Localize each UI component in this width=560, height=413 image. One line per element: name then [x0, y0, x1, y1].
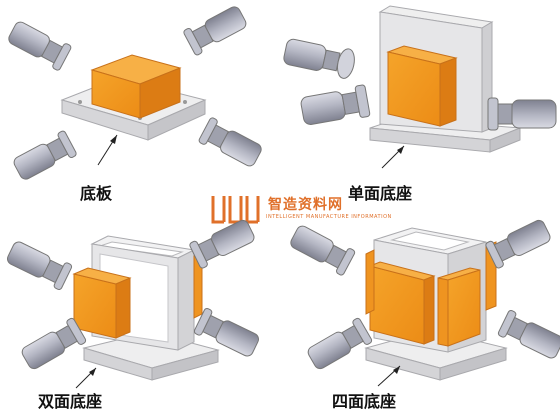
- cylinder-icon: [183, 6, 247, 56]
- caption-base-plate: 底板: [80, 184, 113, 203]
- cylinder-icon: [497, 309, 560, 359]
- four-face-base-illustration: [290, 219, 560, 387]
- cylinder-icon: [487, 97, 557, 131]
- cylinder-icon: [7, 241, 73, 291]
- cylinder-icon: [193, 307, 259, 357]
- panel-double-face-base: 双面底座: [0, 210, 270, 413]
- cylinder-icon: [290, 225, 356, 276]
- panel-four-face-base: 四面底座: [270, 210, 560, 413]
- watermark-logo-icon: [211, 196, 260, 224]
- double-face-base-illustration: [7, 219, 259, 389]
- single-face-base-illustration: [283, 5, 557, 169]
- cylinder-icon: [198, 117, 262, 167]
- cylinder-icon: [8, 21, 72, 71]
- caption-double-face-base: 双面底座: [38, 392, 103, 411]
- cylinder-icon: [307, 317, 373, 370]
- cylinder-icon: [189, 219, 255, 269]
- caption-single-face-base: 单面底座: [348, 184, 413, 203]
- panel-base-plate: 底板: [0, 0, 270, 203]
- base-plate-illustration: [8, 6, 262, 180]
- panel-single-face-base: 单面底座: [270, 0, 560, 203]
- cylinder-icon: [283, 38, 355, 79]
- watermark-title: 智造资料网: [268, 197, 343, 213]
- cylinder-icon: [13, 130, 77, 180]
- cylinder-icon: [485, 219, 551, 269]
- watermark-subtitle: INTELLIGENT MANUFACTURE INFORMATION: [266, 214, 392, 220]
- cylinder-icon: [300, 84, 371, 125]
- caption-four-face-base: 四面底座: [332, 392, 397, 411]
- cylinder-icon: [21, 317, 87, 370]
